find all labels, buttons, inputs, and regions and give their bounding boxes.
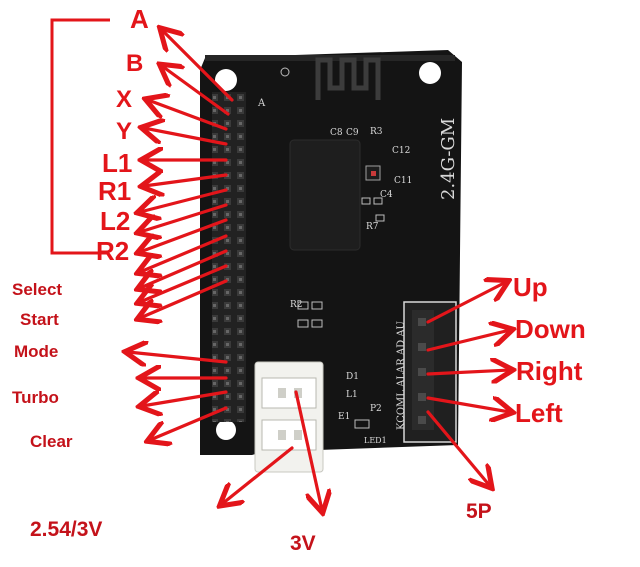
led-silk: LED1: [364, 436, 387, 445]
label-mode: Mode: [14, 342, 59, 361]
power-connector: [254, 361, 324, 473]
antenna-trace: [315, 57, 381, 100]
label-5p: 5P: [466, 500, 492, 523]
label-r1: R1: [98, 176, 132, 206]
label-clear: Clear: [30, 432, 73, 451]
label-x: X: [116, 86, 133, 113]
silk-c12: C12: [392, 146, 411, 156]
label-3v: 3V: [290, 532, 316, 555]
board-model-text: 2.4G-GM: [438, 117, 459, 200]
label-down: Down: [515, 314, 586, 344]
label-b: B: [126, 50, 144, 77]
silk-p2: P2: [370, 404, 382, 414]
label-left: Left: [515, 398, 563, 428]
right-header-silk: KCOML ALAR AD AU: [396, 321, 407, 430]
silk-r3: R3: [370, 127, 383, 137]
silk-c4: C4: [380, 190, 393, 200]
silk-e1: E1: [338, 412, 351, 422]
mounting-hole: [215, 69, 237, 91]
label-y: Y: [116, 118, 133, 145]
silk-c11: C11: [394, 176, 413, 186]
silk-r2: R2: [290, 300, 303, 310]
silk-c8: C8: [330, 128, 343, 138]
label-a: A: [130, 4, 149, 34]
chip-area: [289, 139, 361, 251]
button-bracket: [50, 18, 110, 255]
silk-c9: C9: [346, 128, 359, 138]
label-start: Start: [20, 310, 59, 329]
label-up: Up: [513, 272, 548, 302]
pcb-board: [200, 50, 462, 455]
mounting-hole: [216, 420, 236, 440]
left-pin-header: [212, 92, 246, 422]
label-l2: L2: [100, 206, 131, 236]
silk-r7: R7: [366, 222, 379, 232]
label-l1: L1: [102, 148, 133, 178]
label-right: Right: [516, 356, 583, 386]
label-select: Select: [12, 280, 63, 299]
header-silk-a: A: [258, 98, 266, 109]
label-2-54-3v: 2.54/3V: [30, 518, 103, 541]
silk-d1: D1: [346, 372, 359, 382]
arrow-lines: [128, 30, 510, 510]
label-r2: R2: [96, 236, 130, 266]
mounting-hole: [419, 62, 441, 84]
label-turbo: Turbo: [12, 388, 59, 407]
silk-l1: L1: [346, 390, 358, 400]
